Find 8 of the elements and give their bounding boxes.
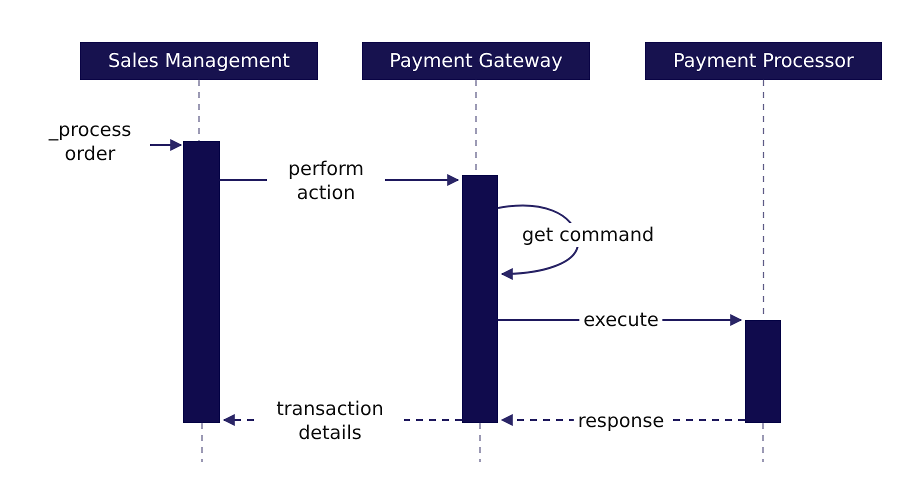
participant-header: Payment Processor	[645, 42, 882, 80]
activation-bar	[745, 320, 781, 423]
activation-bar	[183, 141, 220, 423]
lifeline	[198, 80, 200, 141]
activation-bar	[462, 175, 498, 423]
participant-header: Sales Management	[80, 42, 318, 80]
message-arrow	[150, 139, 182, 151]
participant-header: Payment Gateway	[362, 42, 590, 80]
